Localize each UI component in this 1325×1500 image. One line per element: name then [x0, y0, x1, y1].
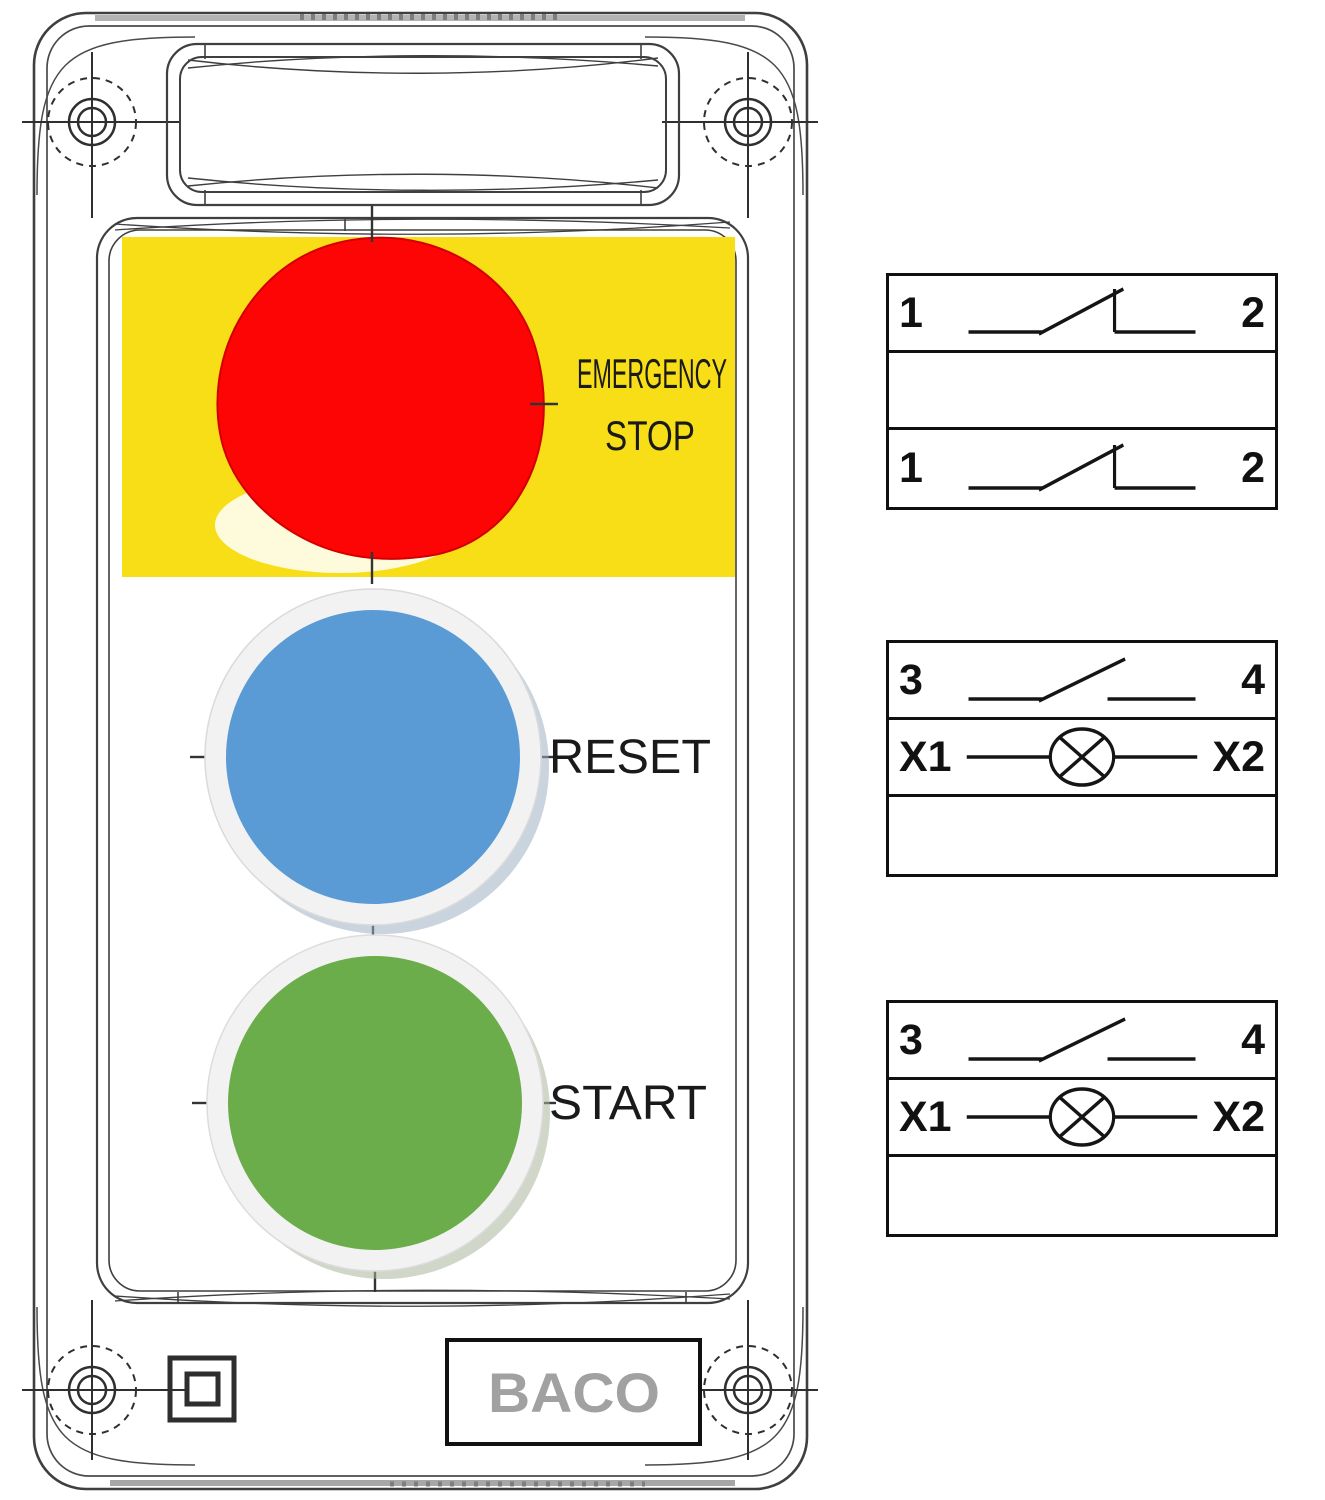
- contact-row: 3 4: [889, 643, 1275, 720]
- corner-lug-top-left: [36, 36, 196, 196]
- start-button: [206, 934, 550, 1279]
- corner-lug-bottom-left: [36, 1306, 196, 1466]
- mounting-screw-bottom-left: [22, 1300, 188, 1460]
- reset-button: [204, 588, 549, 934]
- label-window: [165, 42, 681, 207]
- terminal-label: X2: [1212, 732, 1265, 781]
- start-button-cap: [228, 956, 522, 1250]
- estop-label-line1: EMERGENCY: [577, 350, 727, 397]
- no-contact-symbol: [965, 643, 1199, 717]
- terminal-label: 1: [899, 444, 923, 492]
- lamp-row: X1 X2: [889, 1080, 1275, 1157]
- terminal-label: 2: [1241, 444, 1265, 492]
- reset-button-cap: [226, 610, 520, 904]
- terminal-label: 1: [899, 288, 923, 337]
- start-contact-block: 3 4 X1 X2: [886, 1000, 1278, 1237]
- reset-label: RESET: [549, 731, 711, 784]
- corner-lug-top-right: [644, 36, 804, 196]
- terminal-label: 4: [1241, 1015, 1265, 1064]
- contact-row-empty: [889, 1157, 1275, 1234]
- estop-label: EMERGENCY STOP: [577, 350, 727, 459]
- terminal-label: X2: [1212, 1092, 1265, 1141]
- nc-contact-symbol: [965, 432, 1199, 506]
- nc-contact-symbol: [965, 276, 1199, 350]
- control-station-drawing: EMERGENCY STOP RESET START BACO: [22, 11, 818, 1491]
- terminal-label: 2: [1241, 288, 1265, 337]
- lamp-symbol: [965, 1080, 1199, 1154]
- brand-logo-text: BACO: [488, 1361, 660, 1424]
- contact-row: 3 4: [889, 1003, 1275, 1080]
- contact-row: 1 2: [889, 430, 1275, 507]
- terminal-label: 3: [899, 1015, 923, 1064]
- contact-row: 1 2: [889, 276, 1275, 353]
- terminal-label: X1: [899, 732, 952, 781]
- reset-contact-block: 3 4 X1 X2: [886, 640, 1278, 877]
- estop-label-line2: STOP: [605, 412, 695, 459]
- brand-logo-box: [445, 1338, 702, 1446]
- start-label: START: [549, 1077, 707, 1130]
- lamp-row: X1 X2: [889, 720, 1275, 797]
- mounting-screw-top-right: [662, 52, 818, 218]
- mounting-screw-bottom-right: [678, 1300, 818, 1460]
- terminal-label: X1: [899, 1092, 952, 1141]
- double-insulation-icon: [167, 1355, 237, 1423]
- estop-contact-block: 1 2 1 2: [886, 273, 1278, 510]
- mounting-screw-top-left: [22, 52, 180, 218]
- front-panel: [95, 216, 750, 1307]
- emergency-stop-button: [216, 236, 545, 560]
- lamp-symbol: [965, 720, 1199, 794]
- terminal-label: 3: [899, 655, 923, 704]
- no-contact-symbol: [965, 1003, 1199, 1077]
- contact-row-empty: [889, 797, 1275, 874]
- terminal-label: 4: [1241, 655, 1265, 704]
- brand-logo: BACO: [445, 1338, 702, 1446]
- corner-lug-bottom-right: [644, 1306, 804, 1466]
- contact-row-empty: [889, 353, 1275, 430]
